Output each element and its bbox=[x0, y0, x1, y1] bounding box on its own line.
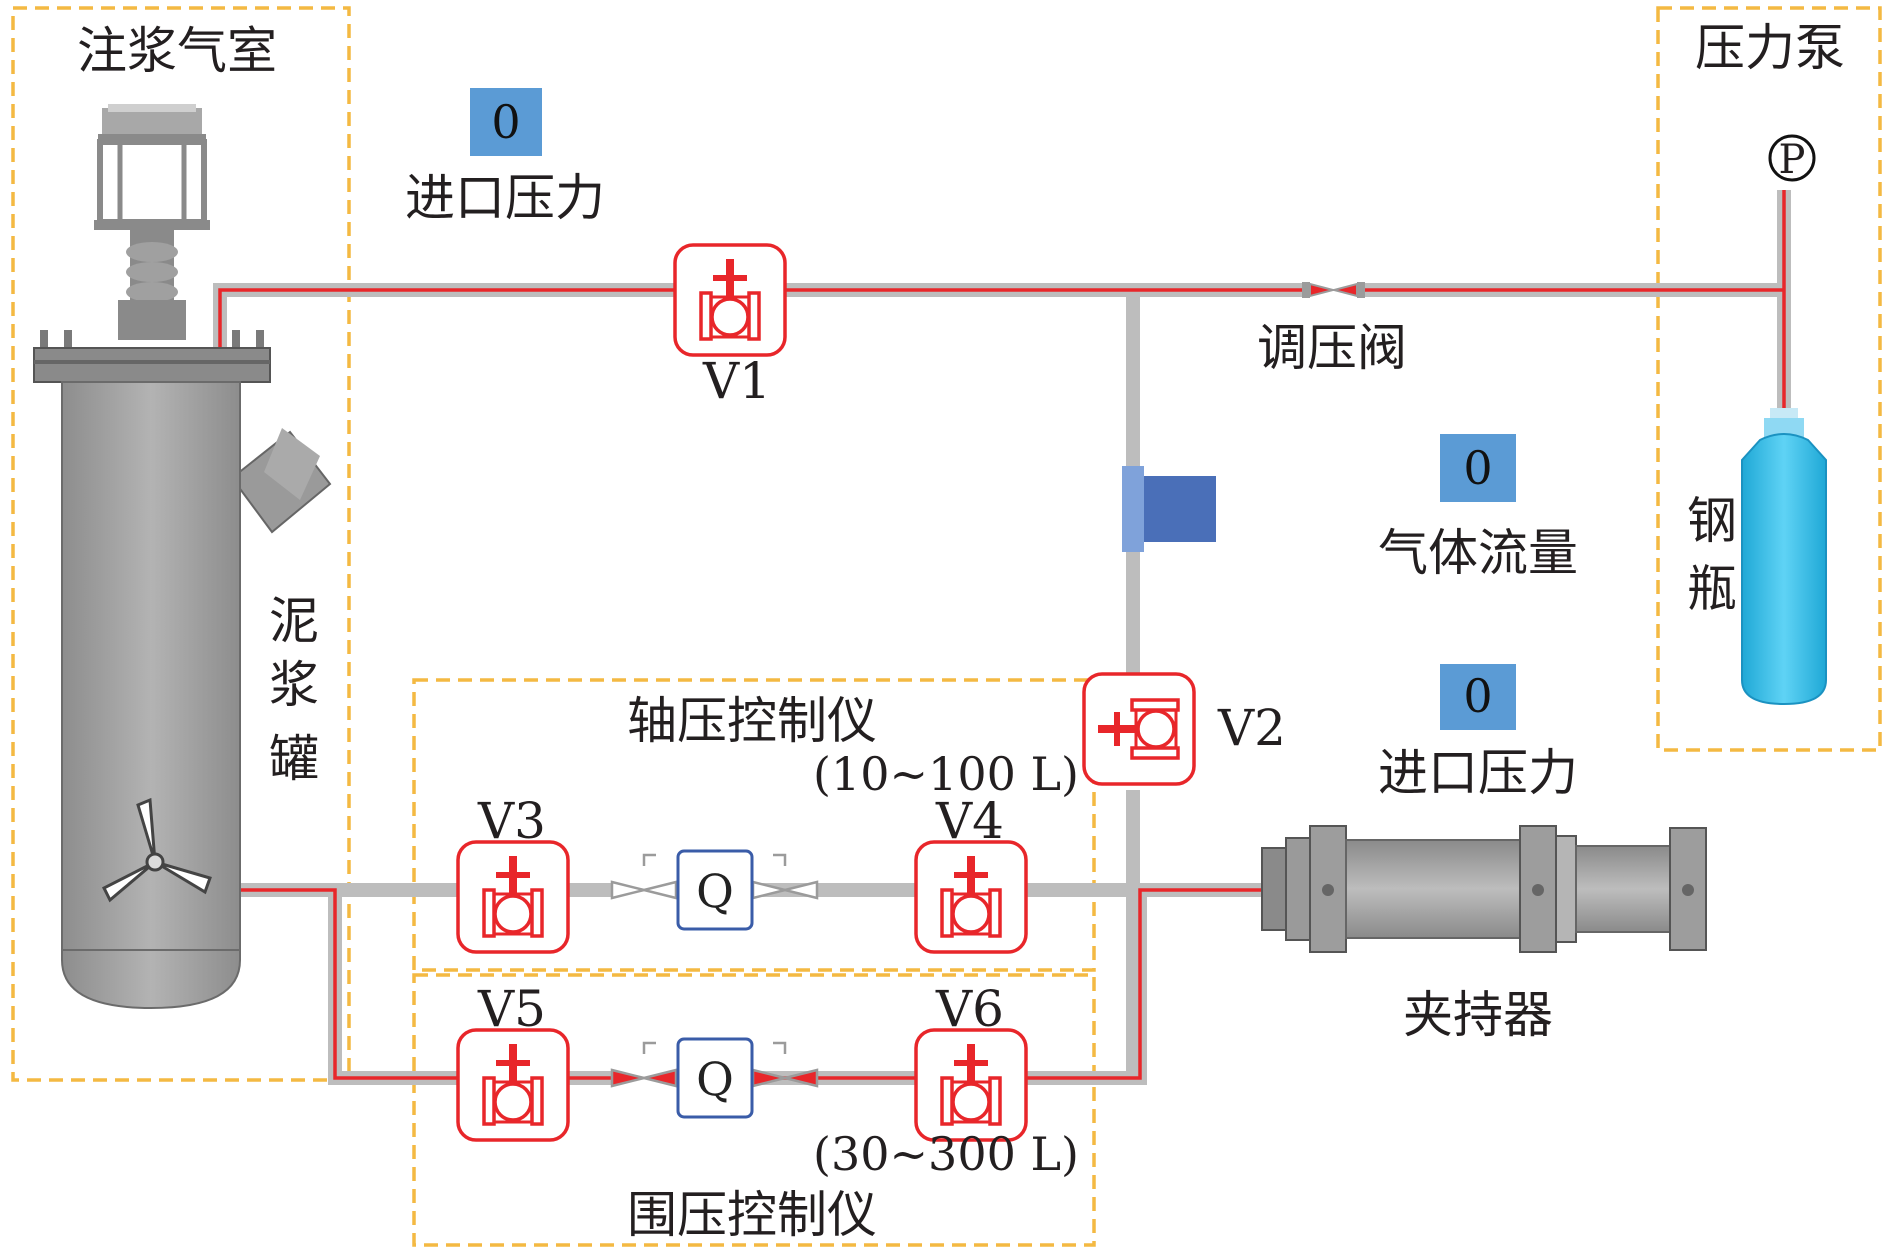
flow-meter-q-confining: Q bbox=[676, 1037, 754, 1119]
agitator-icon bbox=[101, 797, 212, 903]
gas-flow-meter bbox=[1122, 466, 1216, 552]
slurry-tank-label-3: 罐 bbox=[269, 730, 319, 788]
pressure-pump-box bbox=[1656, 6, 1882, 752]
axial-controller-box bbox=[412, 678, 1096, 972]
core-holder bbox=[1261, 825, 1707, 953]
slurry-tank bbox=[33, 104, 332, 1010]
valve-v3[interactable]: V3 bbox=[456, 792, 570, 954]
display-value: 0 bbox=[491, 95, 520, 149]
valve-label: V3 bbox=[477, 792, 546, 850]
regulator-label: 调压阀 bbox=[1257, 319, 1407, 377]
gauge-symbol: P bbox=[1779, 137, 1806, 183]
pressure-regulator bbox=[1302, 282, 1365, 298]
gas-cylinder-label-1: 钢 bbox=[1687, 492, 1737, 550]
axial-controller-label: 轴压控制仪 bbox=[627, 692, 877, 750]
q-label: Q bbox=[696, 1052, 734, 1106]
needle-valves bbox=[610, 853, 819, 1088]
injection-chamber-label: 注浆气室 bbox=[77, 22, 277, 80]
confining-controller-label: 围压控制仪 bbox=[627, 1186, 877, 1244]
display-gas-flow: 0 气体流量 bbox=[1378, 434, 1578, 582]
confining-controller-box bbox=[412, 973, 1096, 1247]
valve-label: V6 bbox=[935, 980, 1004, 1038]
slurry-tank-label-2: 浆 bbox=[269, 656, 319, 714]
valve-v2[interactable]: V2 bbox=[1082, 672, 1286, 786]
holder-label: 夹持器 bbox=[1403, 986, 1553, 1044]
injection-chamber-box bbox=[11, 6, 351, 1082]
valve-label: V1 bbox=[702, 352, 771, 410]
valve-label: V4 bbox=[935, 792, 1004, 850]
gas-cylinder bbox=[1741, 408, 1827, 706]
valve-v1[interactable]: V1 bbox=[673, 243, 787, 410]
flow-meter-q-axial: Q bbox=[676, 849, 754, 931]
display-label: 进口压力 bbox=[405, 169, 605, 227]
slurry-tank-label-1: 泥 bbox=[269, 592, 319, 650]
display-label: 气体流量 bbox=[1378, 524, 1578, 582]
pressure-pump-label: 压力泵 bbox=[1695, 19, 1845, 77]
valve-v4[interactable]: V4 bbox=[914, 792, 1028, 954]
display-value: 0 bbox=[1463, 669, 1492, 723]
pressure-gauge: P bbox=[1768, 134, 1816, 183]
display-value: 0 bbox=[1463, 441, 1492, 495]
axial-range-label: (10~100 L) bbox=[813, 747, 1079, 801]
region-boxes bbox=[11, 6, 1882, 1247]
valve-label: V5 bbox=[477, 980, 546, 1038]
display-inlet-pressure-top: 0 进口压力 bbox=[405, 88, 605, 227]
valve-v6[interactable]: V6 bbox=[914, 980, 1028, 1142]
display-inlet-pressure-holder: 0 进口压力 bbox=[1378, 664, 1578, 802]
confining-range-label: (30~300 L) bbox=[813, 1127, 1079, 1181]
valve-v5[interactable]: V5 bbox=[456, 980, 570, 1142]
gas-cylinder-label-2: 瓶 bbox=[1687, 560, 1737, 618]
display-label: 进口压力 bbox=[1378, 744, 1578, 802]
valve-label: V2 bbox=[1217, 699, 1286, 757]
q-label: Q bbox=[696, 864, 734, 918]
